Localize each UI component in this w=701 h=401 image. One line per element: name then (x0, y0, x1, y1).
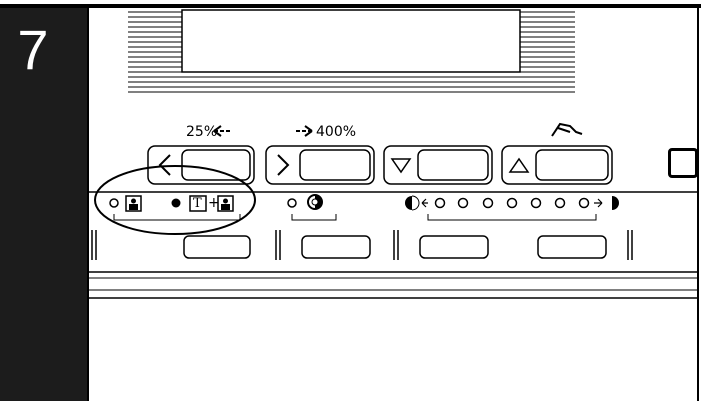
exposure-darker-key[interactable] (537, 235, 607, 259)
text-photo-icon (189, 195, 234, 212)
exposure-lighter-key[interactable] (419, 235, 489, 259)
message-display (128, 9, 575, 93)
exposure-bracket (427, 214, 597, 221)
photo-icon (125, 195, 142, 212)
image-mode-key[interactable] (183, 235, 251, 259)
plus-symbol: + (208, 195, 220, 211)
dark-half-moon-icon (612, 196, 619, 210)
image-mode-highlight (94, 165, 256, 235)
step-number: 7 (17, 18, 49, 81)
exposure-level-indicators (434, 197, 590, 209)
auto-exposure-icon (307, 194, 323, 210)
auto-bracket (291, 214, 337, 221)
text-symbol: T (193, 196, 202, 211)
enlarge-ratio-label: 400% (316, 124, 357, 140)
auto-exposure-indicator (287, 198, 297, 208)
copies-up-button[interactable] (501, 145, 613, 185)
copies-down-button[interactable] (383, 145, 493, 185)
right-dashed-arrow-icon (296, 125, 313, 137)
reduce-ratio-label: 25% (186, 124, 218, 140)
text-photo-mode-indicator (171, 198, 181, 208)
auto-exposure-key[interactable] (301, 235, 371, 259)
photo-mode-indicator (109, 198, 119, 208)
darker-arrow (594, 198, 603, 208)
step-bar (0, 8, 88, 401)
enter-key[interactable] (668, 148, 698, 178)
light-half-moon-icon (405, 195, 420, 211)
left-dashed-arrow-icon (213, 125, 230, 137)
lighter-arrow (421, 198, 428, 208)
hand-icon (551, 122, 583, 137)
zoom-enlarge-button[interactable] (265, 145, 375, 185)
top-rule (0, 4, 701, 8)
mode-bracket (113, 214, 241, 221)
